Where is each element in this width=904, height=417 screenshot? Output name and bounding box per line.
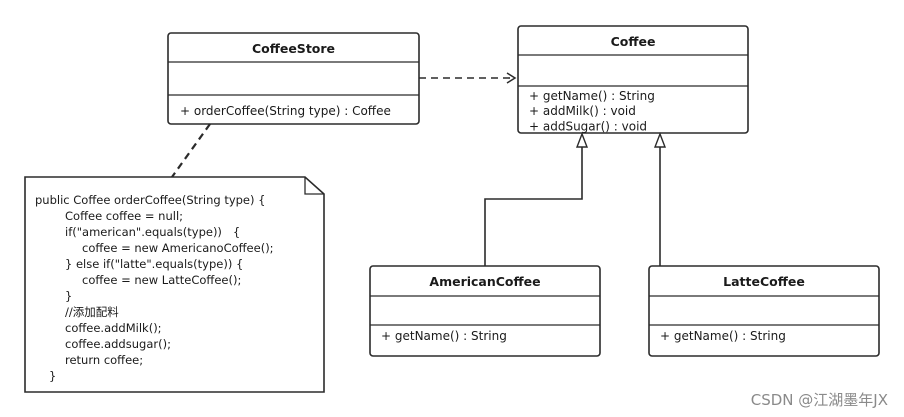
class-method: + addSugar() : void	[529, 120, 647, 134]
class-name: CoffeeStore	[252, 41, 335, 56]
inheritance-triangle	[653, 132, 667, 148]
inheritance-triangle	[575, 132, 589, 148]
note-line: coffee.addsugar();	[65, 337, 171, 351]
class-method: + getName() : String	[381, 329, 507, 343]
class-lattecoffee[interactable]: LatteCoffee + getName() : String	[648, 265, 880, 357]
class-americancoffee[interactable]: AmericanCoffee + getName() : String	[369, 265, 601, 357]
class-name: LatteCoffee	[723, 274, 805, 289]
note-line: coffee = new AmericanoCoffee();	[82, 241, 274, 255]
note-line: } else if("latte".equals(type)) {	[65, 257, 243, 271]
class-name: AmericanCoffee	[429, 274, 540, 289]
class-coffeestore[interactable]: CoffeeStore + orderCoffee(String type) :…	[167, 32, 420, 125]
note-line: Coffee coffee = null;	[65, 209, 183, 223]
class-method: + orderCoffee(String type) : Coffee	[180, 104, 391, 118]
note-line: return coffee;	[65, 353, 143, 367]
class-method: + getName() : String	[529, 89, 655, 103]
watermark: CSDN @江湖墨年JX	[751, 391, 888, 409]
class-name: Coffee	[611, 34, 656, 49]
note-line: coffee = new LatteCoffee();	[82, 273, 241, 287]
note-line: //添加配料	[65, 305, 119, 319]
note-line: if("american".equals(type)) {	[65, 225, 240, 239]
note-line: }	[49, 369, 56, 383]
code-note[interactable]: public Coffee orderCoffee(String type) {…	[24, 176, 325, 393]
note-line: }	[65, 289, 72, 303]
generalization-lattecoffee	[653, 132, 667, 266]
note-line: public Coffee orderCoffee(String type) {	[35, 193, 265, 207]
generalization-americancoffee	[484, 132, 589, 266]
class-coffee[interactable]: Coffee + getName() : String + addMilk() …	[517, 25, 749, 134]
note-anchor-line	[171, 123, 211, 178]
class-method: + getName() : String	[660, 329, 786, 343]
note-line: coffee.addMilk();	[65, 321, 162, 335]
class-method: + addMilk() : void	[529, 104, 636, 118]
